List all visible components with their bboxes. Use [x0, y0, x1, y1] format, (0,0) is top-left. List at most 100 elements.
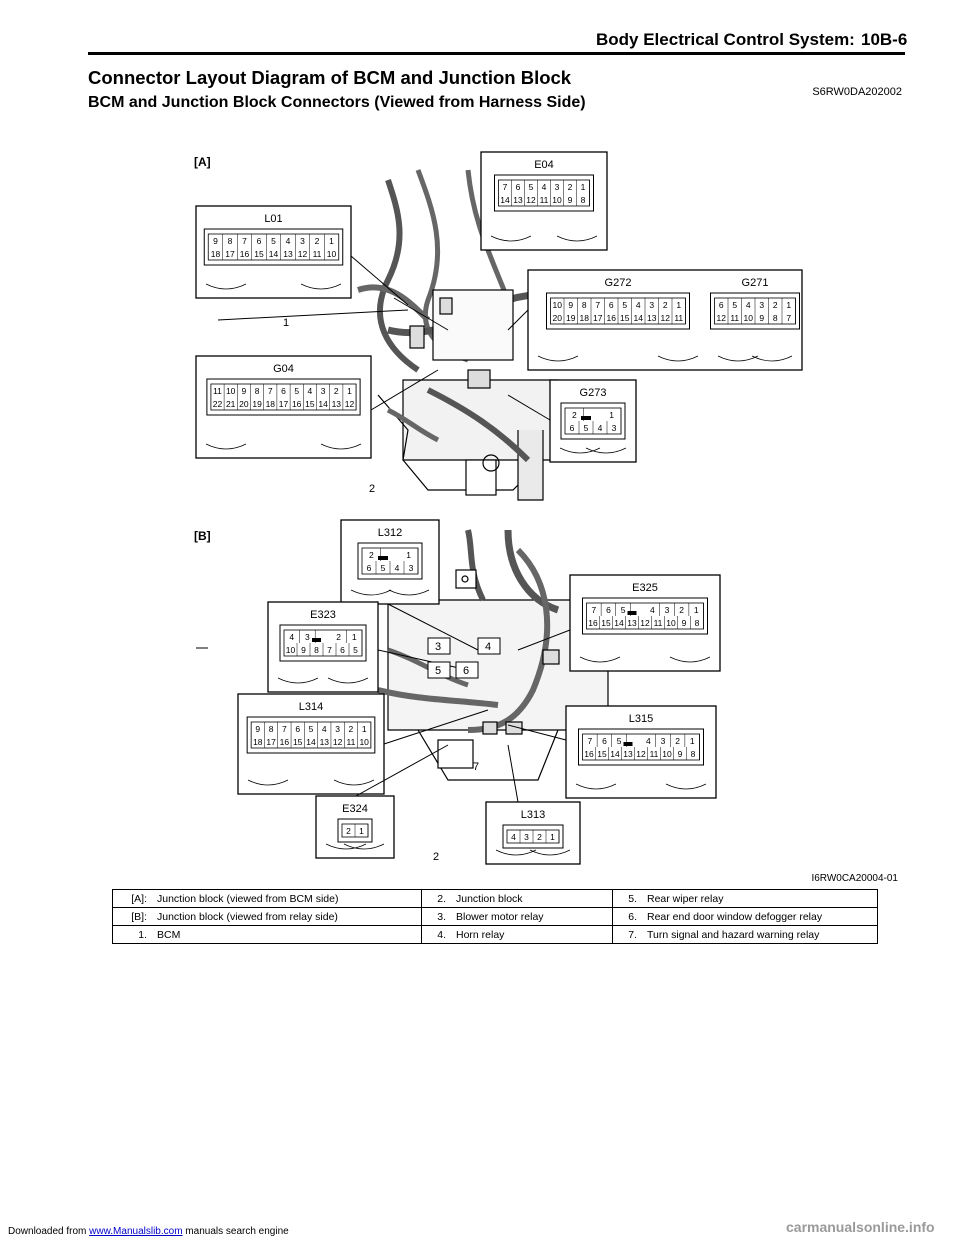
pin-number: 1	[406, 550, 411, 560]
pin-number: 10	[553, 300, 563, 310]
pin-number: 2	[663, 300, 668, 310]
pin-number: 1	[362, 724, 367, 734]
pin-number: 8	[691, 749, 696, 759]
legend-key: 4.	[421, 925, 450, 944]
connector-label: G04	[273, 363, 294, 375]
pin-number: 9	[678, 749, 683, 759]
pin-number: 1	[329, 236, 334, 246]
pin-number: 13	[623, 749, 633, 759]
pin-number: 19	[566, 313, 576, 323]
pin-number: 7	[591, 605, 596, 615]
pin-number: 17	[593, 313, 603, 323]
callout-r3: 3	[435, 641, 441, 653]
pin-number: 4	[598, 423, 603, 433]
pin-number: 10	[359, 737, 369, 747]
pin-number: 20	[553, 313, 563, 323]
pin-number: 6	[719, 300, 724, 310]
pin-number: 3	[612, 423, 617, 433]
pin-number: 1	[690, 736, 695, 746]
pin-number: 9	[568, 195, 573, 205]
callout-r6: 6	[463, 665, 469, 677]
pin-number: 5	[294, 386, 299, 396]
pin-number: 14	[614, 618, 624, 628]
pin-number: 14	[634, 313, 644, 323]
pin-number: 7	[327, 645, 332, 655]
pin-number: 2	[346, 826, 351, 836]
pin-number: 13	[332, 399, 342, 409]
pin-number: 1	[352, 632, 357, 642]
view-a-label: [A]	[194, 155, 211, 169]
pin-number: 7	[587, 736, 592, 746]
pin-number: 6	[257, 236, 262, 246]
pin-number: 18	[266, 399, 276, 409]
callout-r4: 4	[485, 641, 491, 653]
pin-number: 1	[694, 605, 699, 615]
footer-suffix: manuals search engine	[182, 1226, 289, 1237]
pin-number: 8	[269, 724, 274, 734]
watermark: carmanualsonline.info	[786, 1219, 935, 1235]
legend-key: 3.	[421, 907, 450, 926]
pin-number: 5	[529, 182, 534, 192]
pin-number: 6	[295, 724, 300, 734]
connector-label: E325	[632, 582, 658, 594]
header-rule	[88, 52, 905, 55]
pin-number: 13	[513, 195, 523, 205]
pin-number: 5	[271, 236, 276, 246]
pin-number: 6	[516, 182, 521, 192]
pin-number: 3	[409, 563, 414, 573]
pin-number: 2	[336, 632, 341, 642]
callout-r5: 5	[435, 665, 441, 677]
pin-number: 5	[309, 724, 314, 734]
pin-number: 7	[268, 386, 273, 396]
pin-number: 5	[381, 563, 386, 573]
legend-key: 2.	[421, 889, 450, 908]
pin-number: 7	[282, 724, 287, 734]
pin-number: 5	[622, 300, 627, 310]
pin-number: 18	[253, 737, 263, 747]
pin-number: 2	[568, 182, 573, 192]
pin-number: 4	[308, 386, 313, 396]
manualslib-link[interactable]: www.Manualslib.com	[89, 1226, 183, 1237]
pin-number: 2	[349, 724, 354, 734]
legend-key: [B]:	[112, 907, 151, 926]
legend-key: 1.	[112, 925, 151, 944]
pin-number: 15	[293, 737, 303, 747]
connector-label: G271	[742, 277, 769, 289]
pin-number: 12	[345, 399, 355, 409]
pin-number: 11	[674, 313, 683, 323]
pin-number: 12	[717, 313, 727, 323]
pin-number: 10	[662, 749, 672, 759]
pin-number: 15	[601, 618, 611, 628]
connector-label: L312	[378, 527, 402, 539]
legend-text: Horn relay	[450, 925, 613, 944]
callout-jb_b: 2	[433, 851, 439, 863]
pin-number: 6	[606, 605, 611, 615]
pin-number: 4	[650, 605, 655, 615]
pin-number: 2	[369, 550, 374, 560]
pin-number: 2	[334, 386, 339, 396]
legend-row: [A]:Junction block (viewed from BCM side…	[112, 889, 878, 908]
pin-number: 9	[568, 300, 573, 310]
pin-number: 13	[647, 313, 657, 323]
pin-number: 20	[239, 399, 249, 409]
pin-number: 10	[666, 618, 676, 628]
section-title: Connector Layout Diagram of BCM and Junc…	[88, 67, 572, 88]
pin-number: 18	[211, 249, 221, 259]
pin-number: 10	[552, 195, 562, 205]
pin-number: 8	[695, 618, 700, 628]
pin-number: 18	[580, 313, 590, 323]
legend-text: Junction block (viewed from BCM side)	[151, 889, 422, 908]
connector-label: L313	[521, 809, 545, 821]
pin-number: 16	[607, 313, 617, 323]
pin-number: 10	[744, 313, 754, 323]
pin-number: 4	[542, 182, 547, 192]
pin-number: 17	[279, 399, 289, 409]
pin-number: 6	[340, 645, 345, 655]
pin-number: 13	[283, 249, 293, 259]
pin-number: 4	[322, 724, 327, 734]
pin-number: 11	[346, 737, 355, 747]
pin-number: 4	[646, 736, 651, 746]
